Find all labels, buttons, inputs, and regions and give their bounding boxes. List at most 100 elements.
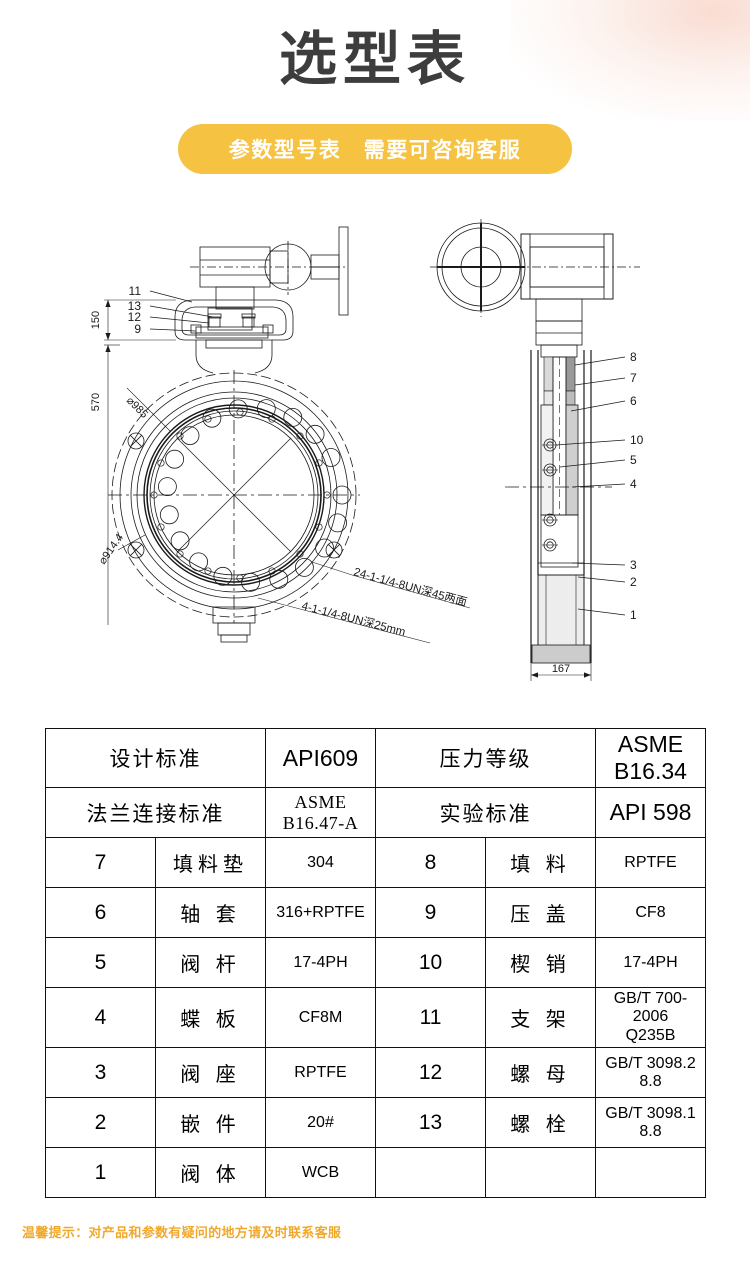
cell-part-no-left: 7	[45, 837, 156, 888]
front-view-bracket	[174, 299, 294, 341]
svg-text:11: 11	[129, 284, 142, 298]
cell-part-no-left: 3	[45, 1047, 156, 1099]
cell-part-material-left: CF8M	[265, 986, 376, 1049]
dim-570: 570	[90, 344, 120, 625]
svg-text:⌀914.4: ⌀914.4	[97, 532, 126, 567]
svg-text:12: 12	[128, 310, 142, 324]
svg-text:150: 150	[90, 311, 102, 329]
subtitle-banner-label: 参数型号表 需要可咨询客服	[228, 139, 522, 162]
svg-text:2: 2	[630, 575, 637, 589]
svg-text:9: 9	[134, 322, 141, 336]
cell-part-material-right-empty	[595, 1147, 706, 1199]
cell-part-material-left: WCB	[265, 1147, 376, 1199]
cell-part-name-left: 填料垫	[155, 837, 266, 888]
cell-test-standard-label: 实验标准	[375, 787, 596, 838]
cell-part-no-right: 10	[375, 937, 486, 988]
cell-part-name-left: 嵌 件	[155, 1097, 266, 1149]
note-4-holes: 4-1-1/4-8UN深25mm	[257, 597, 431, 644]
cell-part-material-left: 17-4PH	[265, 937, 376, 988]
svg-text:⌀985: ⌀985	[124, 395, 150, 421]
svg-text:5: 5	[630, 453, 637, 467]
page-title: 选型表	[278, 27, 471, 92]
cell-pressure-rating-label: 压力等级	[375, 728, 596, 788]
svg-text:4: 4	[630, 477, 637, 491]
cell-part-name-left: 阀 杆	[155, 937, 266, 988]
cell-part-material-right: GB/T 3098.1 8.8	[595, 1097, 706, 1149]
table-row-part: 7 填料垫 304 8 填 料 RPTFE	[45, 837, 706, 888]
subtitle-banner: 参数型号表 需要可咨询客服	[178, 124, 572, 174]
specification-table: 设计标准 API609 压力等级 ASME B16.34 法兰连接标准 ASME…	[45, 728, 706, 1199]
cell-part-no-right-empty	[375, 1147, 486, 1199]
table-row-part: 4 蝶 板 CF8M 11 支 架 GB/T 700-2006 Q235B	[45, 986, 706, 1049]
cell-part-name-right: 楔 销	[485, 937, 596, 988]
cell-part-name-left: 阀 座	[155, 1047, 266, 1099]
table-row-part: 5 阀 杆 17-4PH 10 楔 销 17-4PH	[45, 937, 706, 988]
cell-part-name-right: 压 盖	[485, 887, 596, 938]
cell-part-name-right: 螺 母	[485, 1047, 596, 1099]
section-view-stem	[540, 356, 579, 568]
cell-flange-standard-value: ASME B16.47-A	[265, 787, 376, 838]
table-row-part: 2 嵌 件 20# 13 螺 栓 GB/T 3098.1 8.8	[45, 1097, 706, 1149]
cell-part-name-left: 蝶 板	[155, 986, 266, 1049]
front-view-bolt-holes	[127, 399, 352, 592]
cell-part-name-left: 轴 套	[155, 887, 266, 938]
cell-design-standard-label: 设计标准	[45, 728, 266, 788]
cell-part-name-right: 支 架	[485, 986, 596, 1049]
cell-part-name-left: 阀 体	[155, 1147, 266, 1199]
front-view-diagonals	[176, 437, 292, 553]
section-view-body	[530, 350, 592, 664]
cell-part-no-right: 11	[375, 986, 486, 1049]
section-view-gearbox	[520, 233, 614, 322]
cell-part-name-right: 填 料	[485, 837, 596, 888]
note-24-holes: 24-1-1/4-8UN深45两面	[311, 561, 471, 609]
cell-design-standard-value: API609	[265, 728, 376, 788]
cell-part-no-right: 12	[375, 1047, 486, 1099]
cell-part-material-right: 17-4PH	[595, 937, 706, 988]
footer-note: 温馨提示：对产品和参数有疑问的地方请及时联系客服	[22, 1225, 342, 1240]
svg-text:3: 3	[630, 558, 637, 572]
cell-part-material-left: 304	[265, 837, 376, 888]
svg-text:6: 6	[630, 394, 637, 408]
cell-part-no-left: 6	[45, 887, 156, 938]
cell-part-material-left: RPTFE	[265, 1047, 376, 1099]
svg-text:7: 7	[630, 371, 637, 385]
dim-d914: ⌀914.4	[97, 532, 146, 567]
svg-text:13: 13	[128, 299, 142, 313]
table-row-part: 1 阀 体 WCB	[45, 1147, 706, 1199]
cell-part-name-right-empty	[485, 1147, 596, 1199]
dim-167: 167	[530, 663, 592, 681]
cell-part-material-right: GB/T 3098.2 8.8	[595, 1047, 706, 1099]
front-view-callouts: 11 13 12 9	[128, 284, 214, 336]
cell-part-no-left: 2	[45, 1097, 156, 1149]
cell-flange-standard-label: 法兰连接标准	[45, 787, 266, 838]
cell-part-material-right: GB/T 700-2006 Q235B	[595, 986, 706, 1049]
cell-part-no-right: 13	[375, 1097, 486, 1149]
dim-150: 150	[90, 299, 176, 341]
svg-text:4-1-1/4-8UN深25mm: 4-1-1/4-8UN深25mm	[300, 598, 407, 638]
table-row-flange-standard: 法兰连接标准 ASME B16.47-A 实验标准 API 598	[45, 787, 706, 838]
section-view-packing	[543, 356, 576, 406]
cell-part-no-left: 4	[45, 986, 156, 1049]
table-row-part: 6 轴 套 316+RPTFE 9 压 盖 CF8	[45, 887, 706, 938]
cell-part-name-right: 螺 栓	[485, 1097, 596, 1149]
front-view-bottom-boss	[212, 606, 256, 643]
svg-text:167: 167	[552, 663, 570, 675]
cell-test-standard-value: API 598	[595, 787, 706, 838]
table-row-part: 3 阀 座 RPTFE 12 螺 母 GB/T 3098.2 8.8	[45, 1047, 706, 1099]
cell-part-no-right: 9	[375, 887, 486, 938]
table-row-design-standard: 设计标准 API609 压力等级 ASME B16.34	[45, 728, 706, 788]
svg-text:8: 8	[630, 350, 637, 364]
cell-part-no-right: 8	[375, 837, 486, 888]
cell-part-no-left: 1	[45, 1147, 156, 1199]
cell-part-material-left: 316+RPTFE	[265, 887, 376, 938]
section-view-handwheel	[430, 219, 640, 317]
svg-text:24-1-1/4-8UN深45两面: 24-1-1/4-8UN深45两面	[352, 564, 468, 609]
svg-text:10: 10	[630, 433, 644, 447]
front-view-neck	[195, 339, 273, 374]
cell-part-material-right: CF8	[595, 887, 706, 938]
svg-text:570: 570	[90, 393, 102, 411]
cell-pressure-rating-value: ASME B16.34	[595, 728, 706, 788]
front-view-actuator	[190, 226, 349, 316]
cell-part-no-left: 5	[45, 937, 156, 988]
section-view-wedge-pins	[542, 438, 558, 552]
